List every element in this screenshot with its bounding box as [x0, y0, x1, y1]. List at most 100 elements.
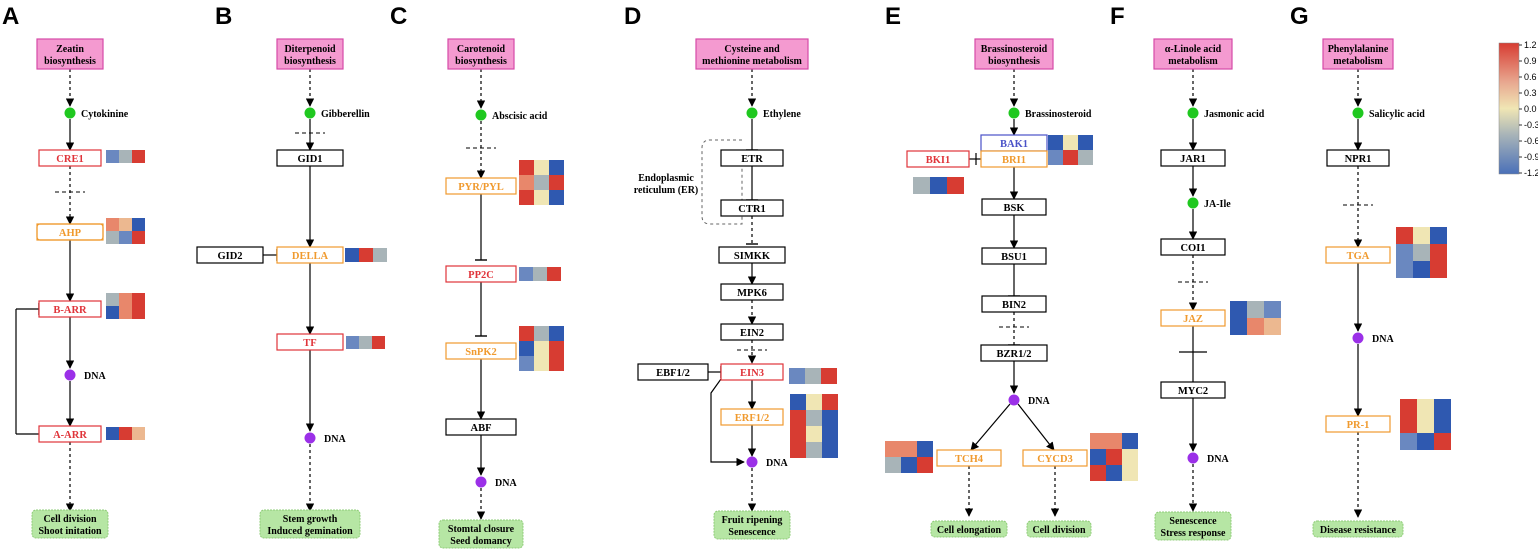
heatmap-cell [913, 177, 930, 194]
heatmap-cell [1417, 416, 1434, 433]
heatmap-cell [1078, 135, 1093, 150]
node-label: TF [303, 338, 316, 349]
heatmap-cell [790, 394, 806, 410]
colorbar-gradient [1498, 42, 1520, 175]
source-box [695, 38, 809, 70]
node-jaz [1160, 309, 1226, 327]
source-line-2: methionine metabolism [702, 56, 802, 67]
heatmap-cell [549, 160, 564, 175]
node-bzr1-2 [980, 344, 1048, 362]
node-label: CRE1 [56, 154, 83, 165]
heatmap-cell [805, 368, 821, 384]
heatmap-cell [519, 341, 534, 356]
node-ctr1 [720, 199, 784, 217]
node-label: AHP [59, 228, 82, 239]
heatmap-cell [790, 410, 806, 426]
heatmap-cell [821, 368, 837, 384]
heatmap-cell [1090, 465, 1106, 481]
outcome-line-2: Shoot initation [38, 526, 102, 537]
heatmap-cell [885, 441, 901, 457]
heatmap-cell [519, 356, 534, 371]
heatmap-cell [1396, 227, 1413, 244]
outcome-line-1: Disease resistance [1320, 525, 1397, 536]
heatmap-cell [132, 231, 145, 244]
node-snpk2 [445, 342, 517, 360]
arrow [970, 403, 1011, 451]
outcome-line-1: Stomtal closure [448, 524, 515, 535]
node-bri1 [980, 150, 1048, 168]
dna-label: DNA [495, 478, 517, 489]
arrow [1017, 403, 1055, 451]
heatmap-cell [1106, 433, 1122, 449]
outcome-line-1: Stem growth [283, 514, 338, 525]
source-line-1: Diterpenoid [284, 44, 336, 55]
labels: AZeatinbiosynthesisCytokinineCRE1AHPB-AR… [2, 3, 1425, 547]
heatmap-cell [534, 160, 549, 175]
node-label: ERF1/2 [735, 413, 769, 424]
node-bki1 [906, 150, 970, 168]
heatmap-cell [106, 231, 119, 244]
node-erf1-2 [720, 408, 784, 426]
heatmap-cell [359, 248, 373, 262]
node-bsk [981, 198, 1047, 216]
node-ebf1-2 [637, 363, 709, 381]
node-jar1 [1160, 149, 1226, 167]
outcome-box [438, 519, 524, 549]
heatmap-cell [1400, 433, 1417, 450]
heatmap-cell [132, 293, 145, 306]
ein3-to-dna-arrow [710, 378, 745, 467]
heatmap-cell [534, 190, 549, 205]
note-line-2: reticulum (ER) [634, 185, 699, 196]
node-label: TCH4 [955, 454, 984, 465]
heatmap-cell [549, 341, 564, 356]
heatmap-cell [806, 410, 822, 426]
heatmap-cell [373, 248, 387, 262]
outcome-box [31, 509, 109, 539]
heatmap-cell [346, 336, 359, 349]
outcome-box [930, 520, 1008, 538]
heatmap-cell [1430, 244, 1447, 261]
connector-lines [15, 69, 1373, 520]
heatmap-cell [1434, 433, 1451, 450]
heatmap-cell [947, 177, 964, 194]
node-mpk6 [720, 283, 784, 301]
node-tf [276, 333, 344, 351]
node-label: MPK6 [737, 288, 767, 299]
node-label: BAK1 [1000, 139, 1028, 150]
metabolite-label: Salicylic acid [1369, 109, 1425, 120]
dna-dot [1352, 332, 1364, 344]
node-label: BKI1 [926, 155, 951, 166]
source-line-2: biosynthesis [988, 56, 1040, 67]
heatmap-cell [1230, 318, 1247, 335]
panel-label: D [624, 3, 641, 30]
dna-label: DNA [324, 434, 346, 445]
source-line-2: biosynthesis [455, 56, 507, 67]
node-label: CYCD3 [1037, 454, 1073, 465]
node-boxes [31, 38, 1404, 549]
heatmap-cell [1413, 244, 1430, 261]
heatmap-cell [1430, 227, 1447, 244]
color-scale-bar: 1.20.90.60.30.0-0.3-0.6-0.9-1.2 [1498, 40, 1538, 178]
heatmap-cell [534, 326, 549, 341]
heatmap-cell [1413, 261, 1430, 278]
heatmap-cell [359, 336, 372, 349]
heatmap-cell [533, 267, 547, 281]
heatmap-cell [119, 150, 132, 163]
node-pr-1 [1325, 415, 1391, 433]
heatmap-cell [106, 150, 119, 163]
heatmap-cell [519, 160, 534, 175]
outcome-line-1: Cell elongation [937, 525, 1002, 536]
heatmap-cell [132, 218, 145, 231]
node-label: BZR1/2 [996, 349, 1031, 360]
heatmap-cell [901, 457, 917, 473]
outcome-line-1: Cell division [1032, 525, 1086, 536]
heatmap-cell [132, 306, 145, 319]
heatmap-cell [917, 457, 933, 473]
heatmap-cell [345, 248, 359, 262]
node-myc2 [1160, 381, 1226, 399]
panel-label: A [2, 3, 19, 30]
heatmap-cell [822, 426, 838, 442]
node-label: BSU1 [1001, 252, 1027, 263]
dna-dot [746, 456, 758, 468]
heatmap-cell [1122, 465, 1138, 481]
